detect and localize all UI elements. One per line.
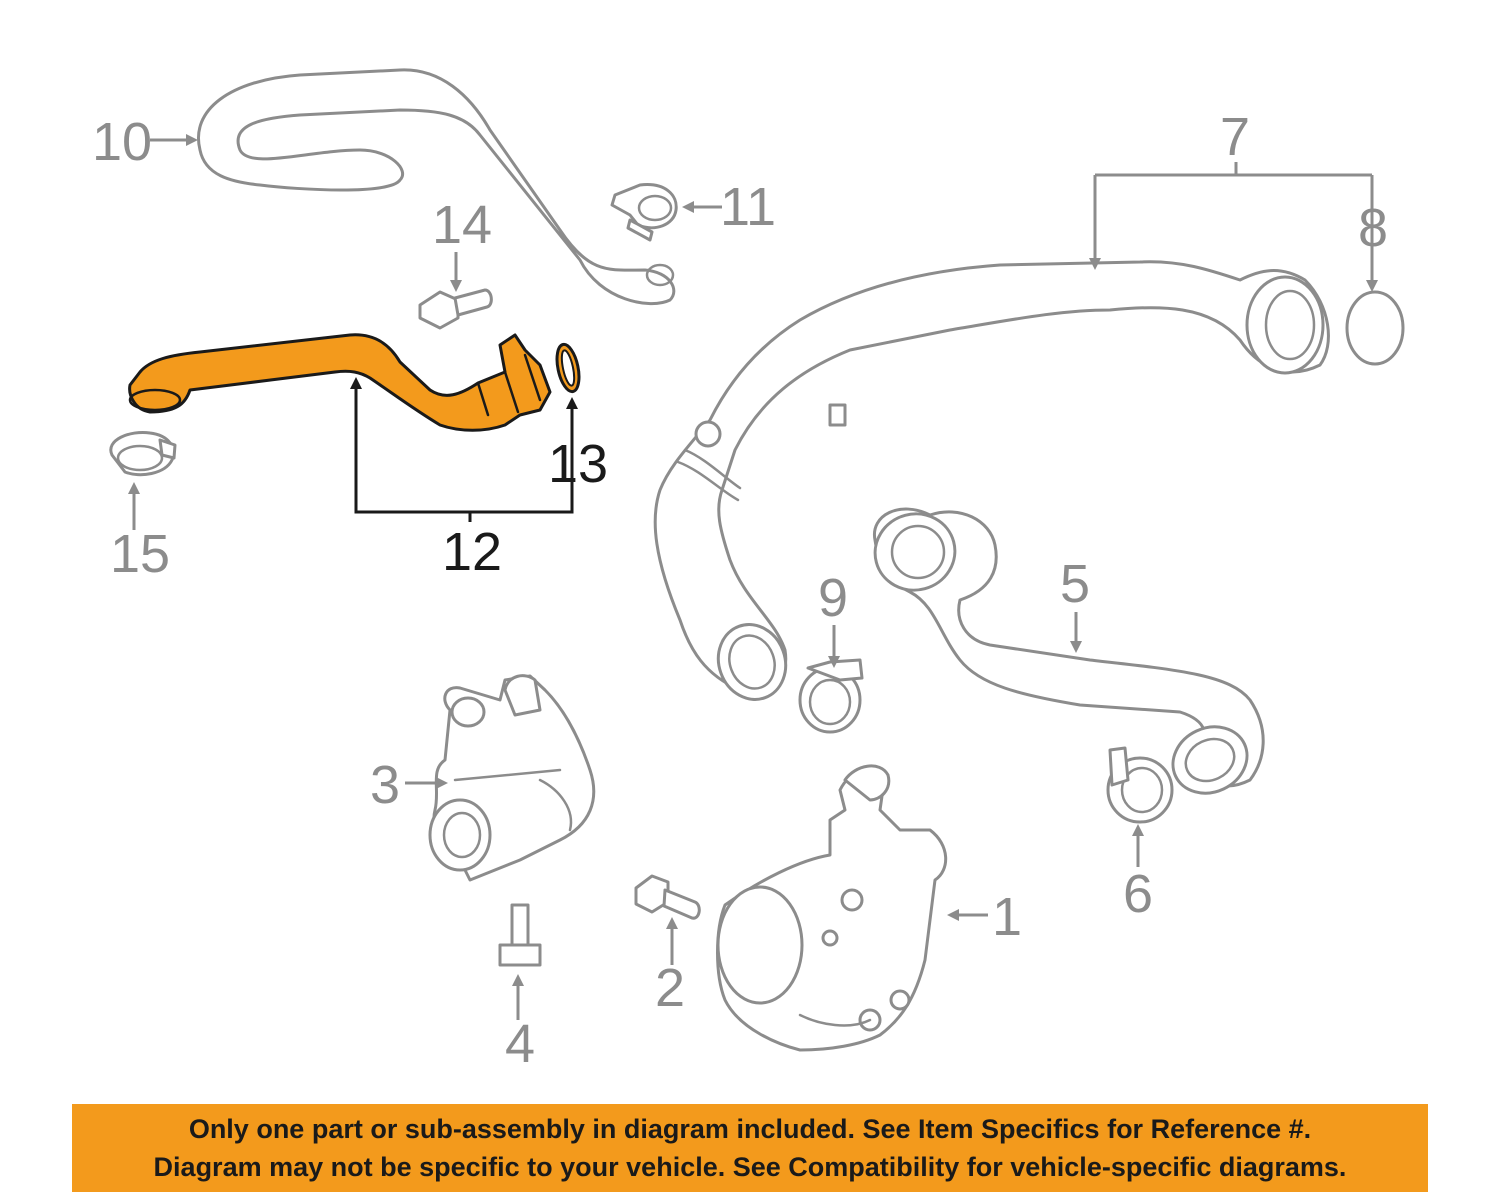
part-15-clamp bbox=[109, 430, 177, 477]
callout-9: 9 bbox=[818, 568, 848, 628]
part-9-clamp bbox=[798, 658, 864, 734]
callout-7: 7 bbox=[1220, 107, 1250, 167]
disclaimer-line-1: Only one part or sub-assembly in diagram… bbox=[188, 1114, 1312, 1144]
callout-13: 13 bbox=[548, 434, 608, 494]
leader-lines bbox=[128, 134, 1378, 1020]
disclaimer-line-2: Diagram may not be specific to your vehi… bbox=[153, 1152, 1347, 1182]
part-1-water-pump bbox=[716, 764, 948, 1052]
part-12-hose-highlighted bbox=[128, 333, 552, 432]
callout-12: 12 bbox=[442, 522, 502, 582]
callout-10: 10 bbox=[92, 112, 152, 172]
part-5-hose bbox=[873, 507, 1265, 795]
callout-6: 6 bbox=[1123, 864, 1153, 924]
callout-5: 5 bbox=[1060, 554, 1090, 614]
callout-2: 2 bbox=[655, 958, 685, 1018]
callout-1: 1 bbox=[992, 887, 1022, 947]
callout-11: 11 bbox=[720, 177, 776, 237]
part-11-clamp bbox=[610, 183, 678, 242]
part-4-bolt bbox=[498, 903, 542, 967]
callout-8: 8 bbox=[1358, 198, 1388, 258]
part-6-clamp bbox=[1106, 746, 1174, 824]
part-7-hose bbox=[653, 260, 1330, 701]
leader-lines-highlighted bbox=[350, 377, 578, 522]
callout-4: 4 bbox=[505, 1014, 535, 1074]
part-2-bolt bbox=[634, 874, 701, 920]
part-8-o-ring bbox=[1345, 290, 1405, 366]
callout-14: 14 bbox=[432, 195, 492, 255]
part-10-hose bbox=[197, 68, 676, 306]
callout-3: 3 bbox=[370, 755, 400, 815]
callout-15: 15 bbox=[110, 524, 170, 584]
parts-diagram: 10 11 14 15 12 13 7 8 9 5 6 3 4 2 1 bbox=[92, 68, 1405, 1074]
part-13-seal-highlighted bbox=[555, 342, 581, 394]
disclaimer-banner: Only one part or sub-assembly in diagram… bbox=[72, 1104, 1428, 1192]
part-3-thermostat bbox=[428, 674, 596, 882]
part-14-bolt bbox=[418, 288, 493, 330]
